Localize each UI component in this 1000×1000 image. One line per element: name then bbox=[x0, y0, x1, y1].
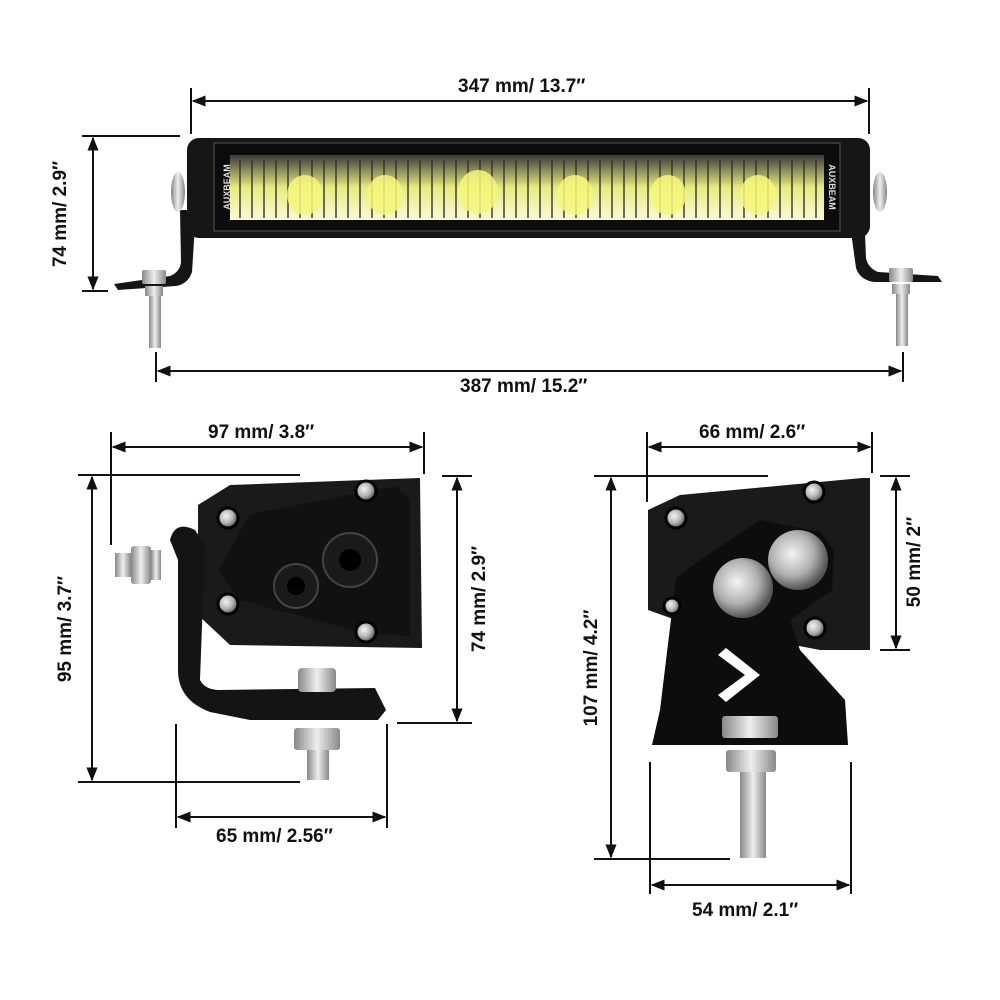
side-total-height-label: 95 mm/ 3.7″ bbox=[55, 575, 76, 683]
front-overall-width-label: 387 mm/ 15.2″ bbox=[460, 376, 588, 397]
end-housing-height-label: 50 mm/ 2″ bbox=[904, 516, 925, 608]
front-view-light-bar bbox=[82, 88, 942, 382]
end-base-width-label: 54 mm/ 2.1″ bbox=[692, 900, 799, 921]
end-width-label: 66 mm/ 2.6″ bbox=[699, 422, 806, 443]
side-housing-height-label: 74 mm/ 2.9″ bbox=[469, 545, 490, 653]
front-height-label: 74 mm/ 2.9″ bbox=[50, 160, 71, 268]
end-total-height-label: 107 mm/ 4.2″ bbox=[581, 609, 602, 727]
front-body-width-label: 347 mm/ 13.7″ bbox=[458, 76, 586, 97]
end-view-light-bar bbox=[594, 432, 910, 894]
side-depth-label: 97 mm/ 3.8″ bbox=[208, 422, 315, 443]
brand-logo-left: AUXBEAM bbox=[222, 164, 232, 210]
side-view-light-bar bbox=[78, 432, 472, 828]
brand-logo-right: AUXBEAM bbox=[827, 164, 837, 210]
side-bracket-width-label: 65 mm/ 2.56″ bbox=[216, 826, 333, 847]
